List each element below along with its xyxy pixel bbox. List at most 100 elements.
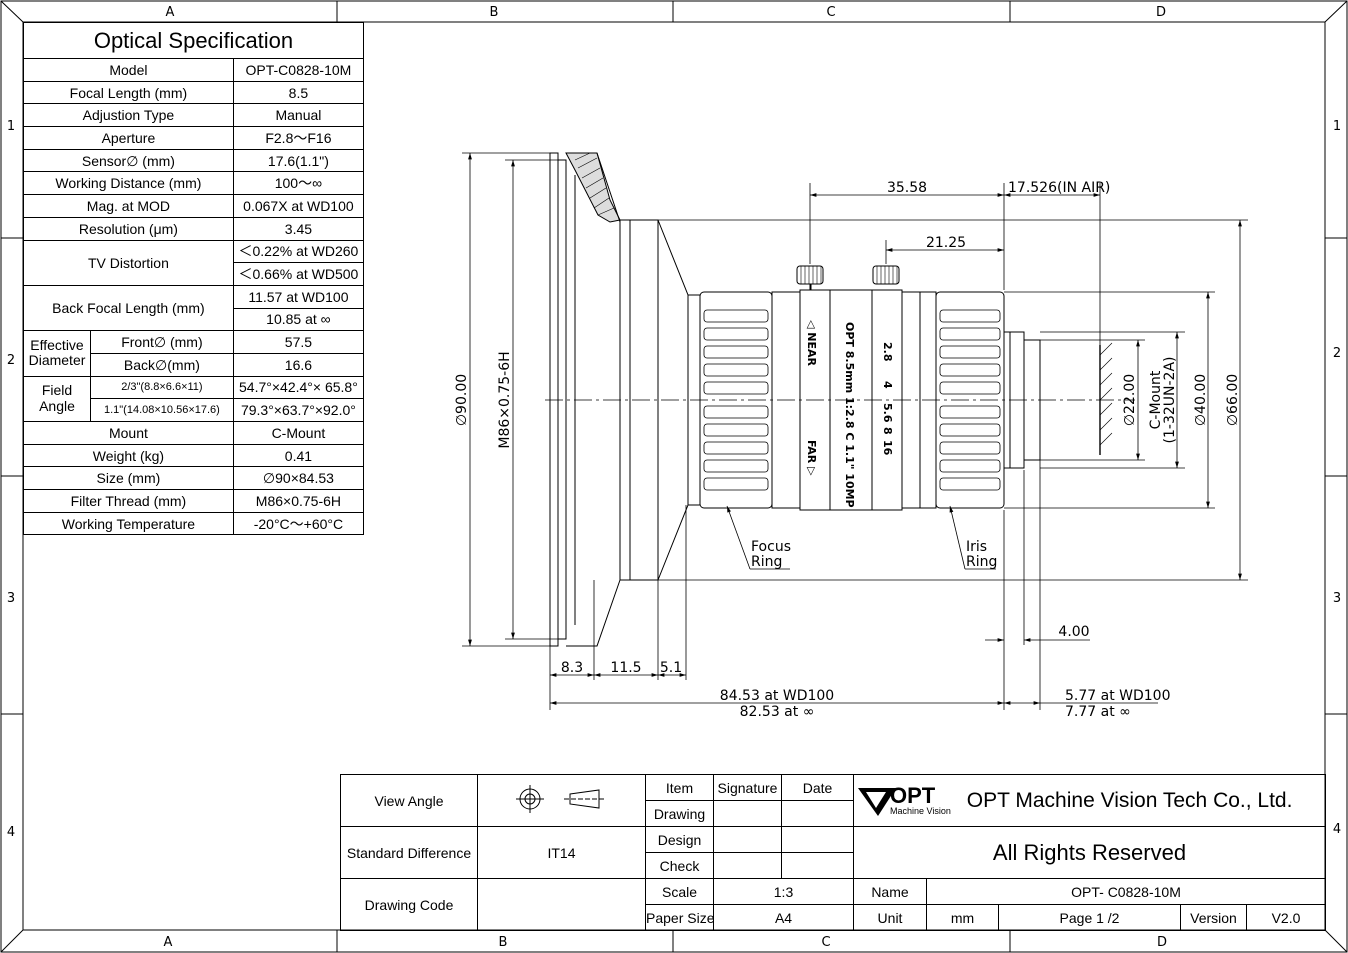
spec-label: Model <box>23 58 234 82</box>
col-label-d-bottom: D <box>1157 935 1167 950</box>
row-label-4-right: 4 <box>1333 822 1341 837</box>
paper-size-value: A4 <box>713 904 854 931</box>
f-stop-2-8: 2.8 <box>881 342 894 362</box>
scale-label: Scale <box>645 878 714 905</box>
opt-logo-icon <box>858 787 896 816</box>
dim-od-40: ∅40.00 <box>1193 374 1209 426</box>
spec-label: Mount <box>23 421 234 445</box>
spec-value: ＜0.22% at WD260 <box>232 239 365 264</box>
date-label: Date <box>781 774 854 801</box>
spec-sublabel: 2/3"(8.8×6.6×11) <box>90 375 234 400</box>
col-label-b: B <box>490 5 499 20</box>
check-date-cell <box>781 852 854 879</box>
f-stop-5-6: 5.6 <box>881 403 894 423</box>
spec-title: Optical Specification <box>23 22 364 59</box>
dim-od-66: ∅66.00 <box>1225 374 1241 426</box>
paper-size-label: Paper Size <box>645 904 714 931</box>
f-stop-8: 8 <box>881 427 894 435</box>
title-block: View Angle Item Signature Date OPT <box>340 774 1326 931</box>
dim-4-00: 4.00 <box>1058 624 1089 640</box>
label-iris: Iris <box>966 539 987 555</box>
spec-label: Focal Length (mm) <box>23 80 234 105</box>
spec-label: Filter Thread (mm) <box>23 489 234 513</box>
spec-value: OPT-C0828-10M <box>232 58 365 82</box>
company-name: OPT Machine Vision Tech Co., Ltd. <box>966 788 1293 812</box>
rights-text: All Rights Reserved <box>853 826 1326 879</box>
std-diff-value: IT14 <box>477 826 646 879</box>
drawing-label: Drawing <box>645 800 714 827</box>
spec-value: -20°C～+60°C <box>232 511 365 536</box>
row-label-1: 1 <box>7 119 15 134</box>
spec-label: Working Temperature <box>23 511 234 536</box>
dim-thread: M86×0.75-6H <box>497 351 513 448</box>
spec-value: 54.7°×42.4°× 65.8° <box>232 375 365 400</box>
dim-c-mount: C-Mount <box>1148 370 1164 429</box>
dim-8-3: 8.3 <box>561 660 583 676</box>
focus-near-label: ◁ NEAR <box>805 320 818 367</box>
row-label-2: 2 <box>7 353 15 368</box>
focus-far-label: FAR ▷ <box>805 440 818 476</box>
row-label-4: 4 <box>7 825 15 840</box>
projection-symbol-icon <box>515 785 604 813</box>
design-date-cell <box>781 826 854 853</box>
logo-text: OPT <box>890 783 936 808</box>
spec-value: 0.067X at WD100 <box>232 194 365 218</box>
spec-value: Manual <box>232 103 365 128</box>
f-stop-4: 4 <box>881 381 894 389</box>
spec-label-tv-distortion: TV Distortion <box>23 239 234 286</box>
check-label: Check <box>645 852 714 879</box>
spec-value: 3.45 <box>232 216 365 241</box>
dim-length-wd100: 84.53 at WD100 <box>720 688 834 704</box>
version-label: Version <box>1180 904 1247 931</box>
dimension-labels: 35.58 17.526(IN AIR) 21.25 ∅90.00 M86×0.… <box>454 180 1241 720</box>
row-label-2-right: 2 <box>1333 346 1341 361</box>
dim-back-wd100: 5.77 at WD100 <box>1065 688 1171 704</box>
spec-label: Size (mm) <box>23 466 234 491</box>
item-label: Item <box>645 774 714 801</box>
design-label: Design <box>645 826 714 853</box>
drawing-code-value <box>477 878 646 931</box>
spec-value: ∅90×84.53 <box>232 466 365 491</box>
dimensions <box>462 152 1248 710</box>
f-stop-16: 16 <box>881 440 894 456</box>
page-number: Page 1 /2 <box>998 904 1181 931</box>
spec-label: Weight (kg) <box>23 443 234 468</box>
lens-drawing <box>545 152 1135 647</box>
spec-value: 57.5 <box>232 330 365 354</box>
signature-label: Signature <box>713 774 782 801</box>
row-label-3-right: 3 <box>1333 591 1341 606</box>
spec-sublabel: 1.1"(14.08×10.56×17.6) <box>90 398 234 422</box>
std-diff-label: Standard Difference <box>340 826 478 879</box>
spec-value: M86×0.75-6H <box>232 489 365 513</box>
spec-value: ＜0.66% at WD500 <box>232 262 365 286</box>
version-value: V2.0 <box>1246 904 1326 931</box>
drawing-code-label: Drawing Code <box>340 878 478 931</box>
name-value: OPT- C0828-10M <box>926 878 1326 905</box>
col-label-d: D <box>1156 5 1166 20</box>
spec-label: Resolution (μm) <box>23 216 234 241</box>
row-label-1-right: 1 <box>1333 119 1341 134</box>
col-label-b-bottom: B <box>499 935 508 950</box>
view-angle-label: View Angle <box>340 774 478 827</box>
scale-value: 1:3 <box>713 878 854 905</box>
col-label-c: C <box>826 5 835 20</box>
lens-engravings: ◁ NEAR FAR ▷ OPT 8.5mm 1:2.8 C 1.1" 10MP… <box>805 320 894 508</box>
dim-17-526: 17.526(IN AIR) <box>1008 180 1110 196</box>
design-signature-cell <box>713 826 782 853</box>
drawing-date-cell <box>781 800 854 827</box>
logo-subtext: Machine Vision <box>890 806 951 816</box>
frame-labels: A B C D A B C D 1 2 3 4 1 2 3 4 <box>7 5 1341 950</box>
spec-label: Mag. at MOD <box>23 194 234 218</box>
row-label-3: 3 <box>7 591 15 606</box>
spec-value: 8.5 <box>232 80 365 105</box>
label-focus: Focus <box>751 539 791 555</box>
dim-length-inf: 82.53 at ∞ <box>740 704 815 720</box>
spec-value: 11.57 at WD100 <box>232 284 365 309</box>
dim-35-58: 35.58 <box>887 180 927 196</box>
spec-label-effective-diameter: Effective Diameter <box>23 330 91 377</box>
label-iris-ring: Ring <box>966 554 997 570</box>
unit-value: mm <box>926 904 999 931</box>
name-label: Name <box>853 878 927 905</box>
spec-value: 79.3°×63.7°×92.0° <box>232 398 365 422</box>
